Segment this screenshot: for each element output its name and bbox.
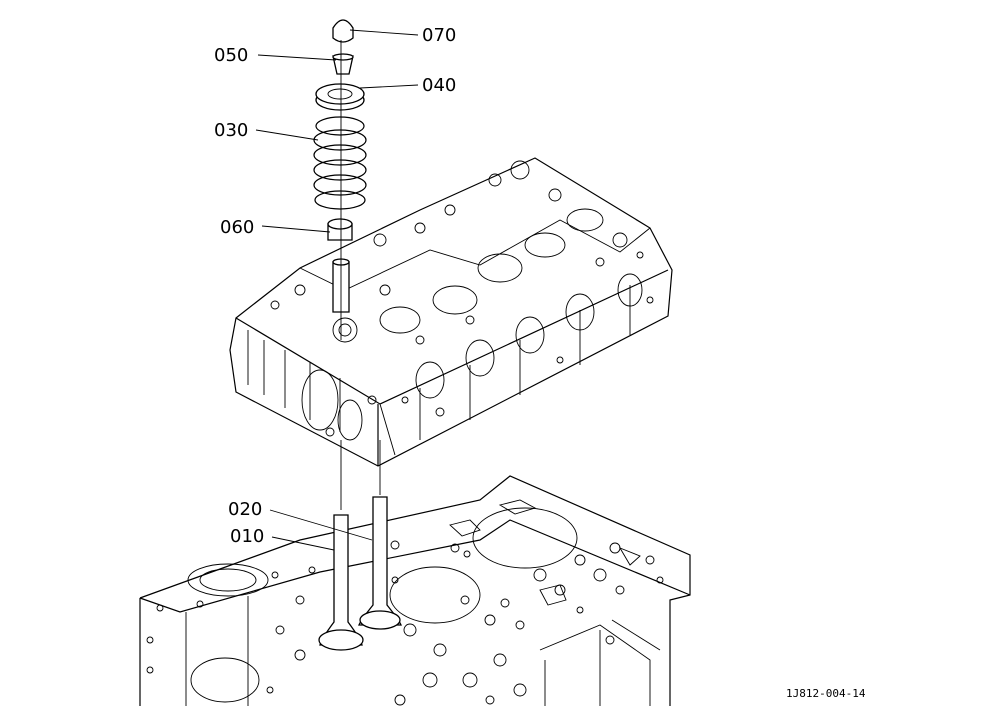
valve-collet-cap bbox=[332, 19, 354, 43]
callout-040: 040 bbox=[422, 75, 456, 96]
leader-020 bbox=[269, 509, 373, 541]
valve-collet bbox=[332, 53, 354, 75]
valve-exhaust bbox=[358, 496, 402, 630]
cylinder-block bbox=[139, 475, 691, 706]
leader-070 bbox=[349, 29, 419, 36]
leader-050 bbox=[257, 54, 337, 61]
leader-040 bbox=[359, 84, 419, 89]
leader-060 bbox=[261, 225, 331, 233]
callout-010: 010 bbox=[230, 526, 264, 547]
cylinder-head bbox=[229, 157, 673, 467]
callout-050: 050 bbox=[214, 45, 248, 66]
valve-spring bbox=[313, 116, 367, 210]
valve-intake bbox=[318, 514, 364, 651]
callout-020: 020 bbox=[228, 499, 262, 520]
spring-retainer bbox=[315, 83, 365, 111]
leader-030 bbox=[255, 129, 319, 141]
figure-code: 1J812-004-14 bbox=[786, 687, 866, 700]
callout-030: 030 bbox=[214, 120, 248, 141]
callout-070: 070 bbox=[422, 25, 456, 46]
valve-stem-seal bbox=[327, 218, 353, 241]
callout-060: 060 bbox=[220, 217, 254, 238]
leader-010 bbox=[271, 536, 335, 551]
